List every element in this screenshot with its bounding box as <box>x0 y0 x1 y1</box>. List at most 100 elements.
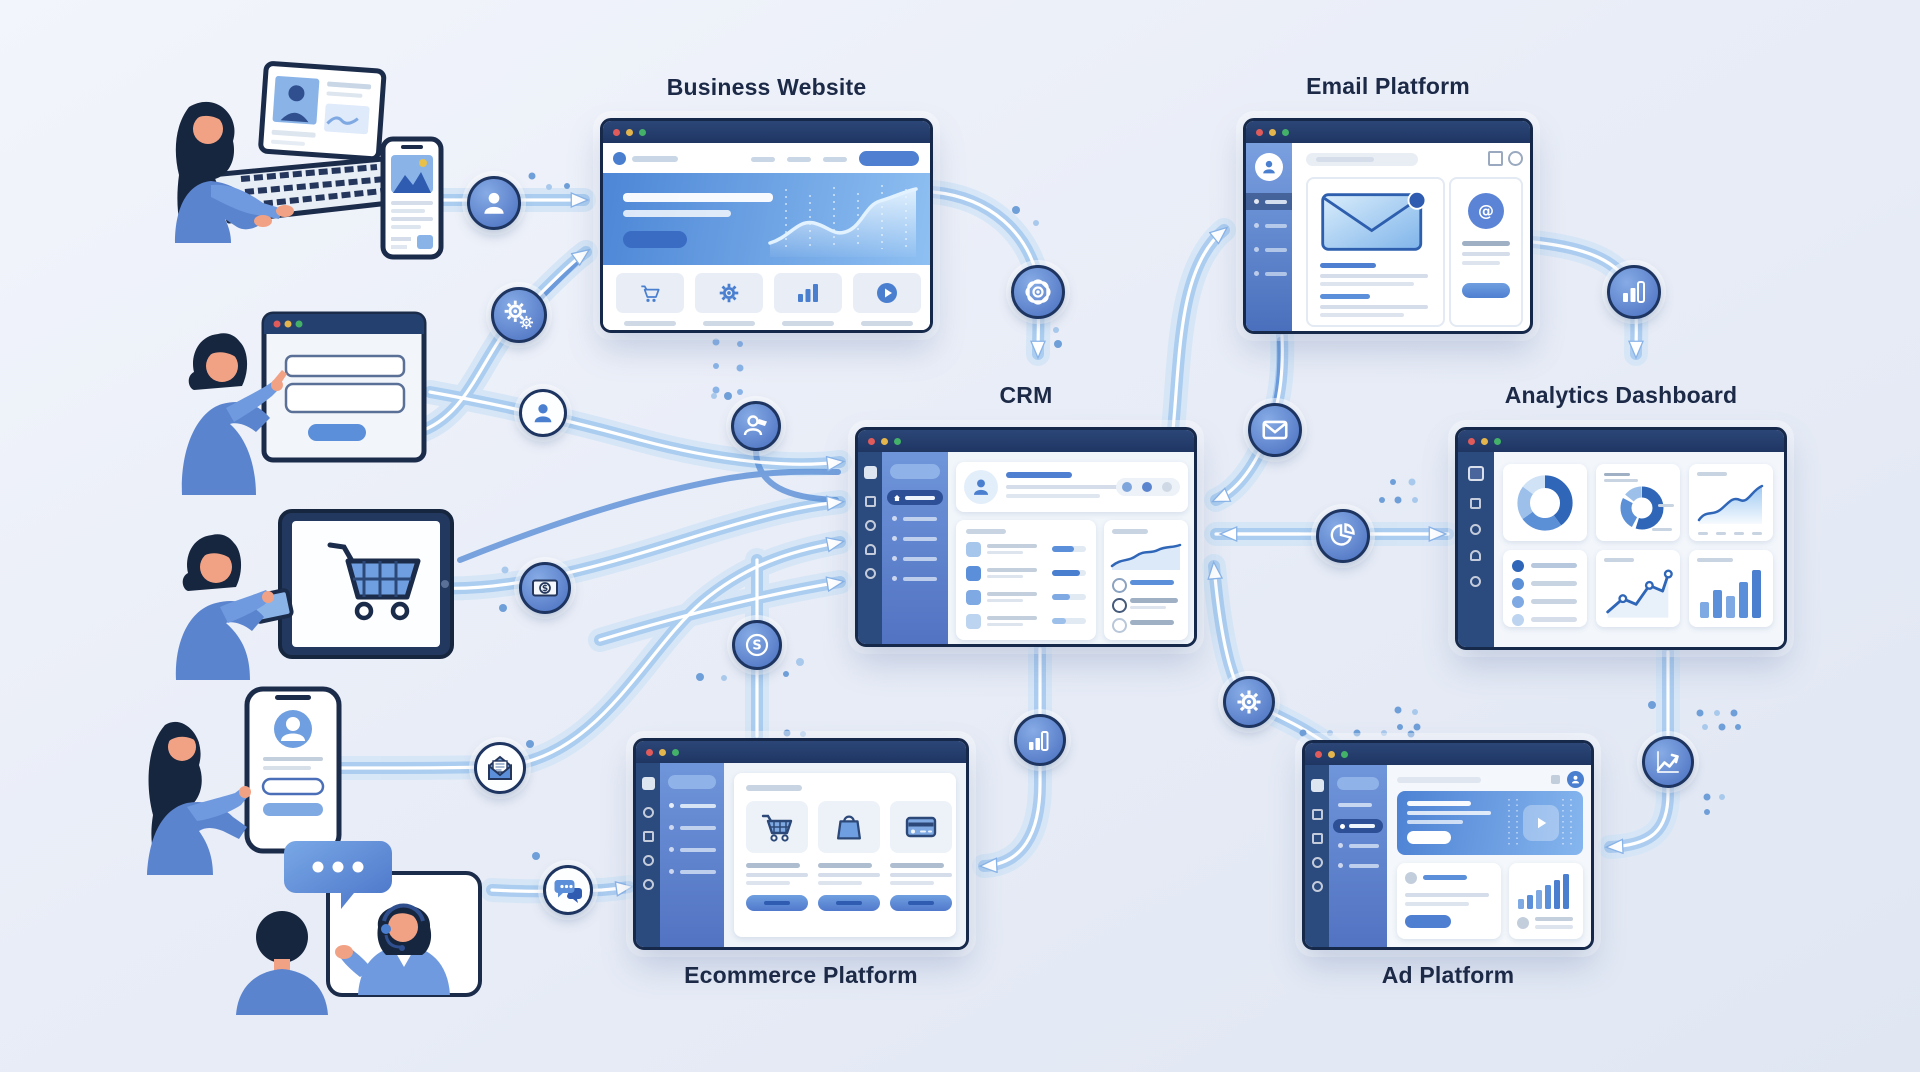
minimize-dot[interactable] <box>881 437 888 445</box>
sidebar-item-active[interactable] <box>1333 819 1383 833</box>
woman-laptop-figure <box>175 61 444 260</box>
maximize-dot[interactable] <box>894 437 901 445</box>
hero-button[interactable] <box>623 231 687 248</box>
buy-button[interactable] <box>890 895 952 911</box>
legend-list-card[interactable] <box>1503 550 1587 627</box>
minimize-dot[interactable] <box>626 128 633 136</box>
donut-breakdown-card[interactable] <box>1596 464 1680 541</box>
nav-link[interactable] <box>823 157 847 162</box>
customer-head <box>256 911 308 963</box>
sidebar-item[interactable] <box>892 556 937 561</box>
sidebar-item[interactable] <box>1338 843 1379 848</box>
rail-icon[interactable] <box>1470 524 1481 535</box>
minimize-dot[interactable] <box>659 748 666 756</box>
rail-icon[interactable] <box>1470 498 1481 509</box>
rail-icon[interactable] <box>643 831 654 842</box>
email-preview-card[interactable] <box>1306 177 1445 327</box>
maximize-dot[interactable] <box>1494 437 1501 445</box>
minimize-dot[interactable] <box>1269 128 1276 136</box>
sidebar-item[interactable] <box>1338 863 1379 868</box>
rail-icon[interactable] <box>1312 833 1323 844</box>
minimize-dot[interactable] <box>1328 750 1335 758</box>
rail-icon[interactable] <box>865 544 876 555</box>
sidebar-item[interactable] <box>669 847 716 852</box>
titlebar <box>1246 121 1530 143</box>
close-dot[interactable] <box>613 128 620 136</box>
rail-icon[interactable] <box>1470 576 1481 587</box>
search-line[interactable] <box>1397 777 1481 783</box>
rail-dashboard-icon[interactable] <box>864 466 877 479</box>
rail-icon[interactable] <box>865 568 876 579</box>
feature-card[interactable] <box>853 273 921 313</box>
sidebar-item[interactable] <box>892 576 937 581</box>
contact-card[interactable] <box>956 462 1188 512</box>
rail-ads-icon[interactable] <box>1311 779 1324 792</box>
settings-icon[interactable] <box>1508 151 1523 166</box>
close-dot[interactable] <box>1468 437 1475 445</box>
product-card[interactable] <box>746 801 808 853</box>
avatar[interactable] <box>1567 771 1584 788</box>
nav-link[interactable] <box>751 157 775 162</box>
sidebar-item[interactable] <box>1254 223 1287 228</box>
rail-icon[interactable] <box>1470 550 1481 561</box>
nav-link[interactable] <box>787 157 811 162</box>
close-dot[interactable] <box>646 748 653 756</box>
close-dot[interactable] <box>868 437 875 445</box>
action-button[interactable] <box>1462 283 1510 298</box>
rail-icon[interactable] <box>865 520 876 531</box>
cta-button[interactable] <box>859 151 919 166</box>
line-chart-card[interactable] <box>1596 550 1680 627</box>
maximize-dot[interactable] <box>639 128 646 136</box>
close-dot[interactable] <box>1315 750 1322 758</box>
maximize-dot[interactable] <box>1341 750 1348 758</box>
sidebar-item-home[interactable] <box>887 490 943 505</box>
sidebar-item[interactable] <box>1254 247 1287 252</box>
hero-cta[interactable] <box>1407 831 1451 844</box>
sidebar-item[interactable] <box>892 516 937 521</box>
features-section <box>603 265 930 330</box>
contact-actions[interactable] <box>1116 478 1180 496</box>
sidebar-item[interactable] <box>1338 803 1372 807</box>
buy-button[interactable] <box>818 895 880 911</box>
maximize-dot[interactable] <box>672 748 679 756</box>
sidebar-item[interactable] <box>892 536 937 541</box>
minimize-dot[interactable] <box>1481 437 1488 445</box>
rail-icon[interactable] <box>643 807 654 818</box>
ad-hero-card[interactable] <box>1397 791 1583 855</box>
crm-sidebar <box>882 452 948 644</box>
close-dot[interactable] <box>1256 128 1263 136</box>
rail-icon[interactable] <box>643 879 654 890</box>
ad-performance-card[interactable] <box>1509 863 1583 939</box>
maximize-dot[interactable] <box>1282 128 1289 136</box>
area-chart-card[interactable] <box>1689 464 1773 541</box>
donut-chart-card[interactable] <box>1503 464 1587 541</box>
rail-dashboard-icon[interactable] <box>1468 466 1484 481</box>
sidebar-item[interactable] <box>1254 271 1287 276</box>
product-card[interactable] <box>818 801 880 853</box>
sidebar-item[interactable] <box>669 803 716 808</box>
rail-icon[interactable] <box>1312 809 1323 820</box>
bar-chart-2-icon <box>1607 265 1661 319</box>
form-input-1 <box>284 354 406 378</box>
phone-mockup <box>380 136 444 260</box>
play-icon <box>1538 817 1547 829</box>
product-card[interactable] <box>890 801 952 853</box>
sidebar-item[interactable] <box>669 825 716 830</box>
rail-icon[interactable] <box>865 496 876 507</box>
rail-icon[interactable] <box>1312 857 1323 868</box>
bar-chart-card[interactable] <box>1689 550 1773 627</box>
card-button[interactable] <box>1405 915 1451 928</box>
rail-store-icon[interactable] <box>642 777 655 790</box>
rail-icon[interactable] <box>643 855 654 866</box>
video-ad-tile[interactable] <box>1523 805 1559 841</box>
rail-icon[interactable] <box>1312 881 1323 892</box>
menu-icon[interactable] <box>1551 775 1560 784</box>
avatar[interactable] <box>1255 153 1283 181</box>
feature-card[interactable] <box>774 273 842 313</box>
ad-summary-card[interactable] <box>1397 863 1501 939</box>
buy-button[interactable] <box>746 895 808 911</box>
feature-card[interactable] <box>616 273 684 313</box>
grid-icon[interactable] <box>1488 151 1503 166</box>
sidebar-item[interactable] <box>669 869 716 874</box>
feature-card[interactable] <box>695 273 763 313</box>
